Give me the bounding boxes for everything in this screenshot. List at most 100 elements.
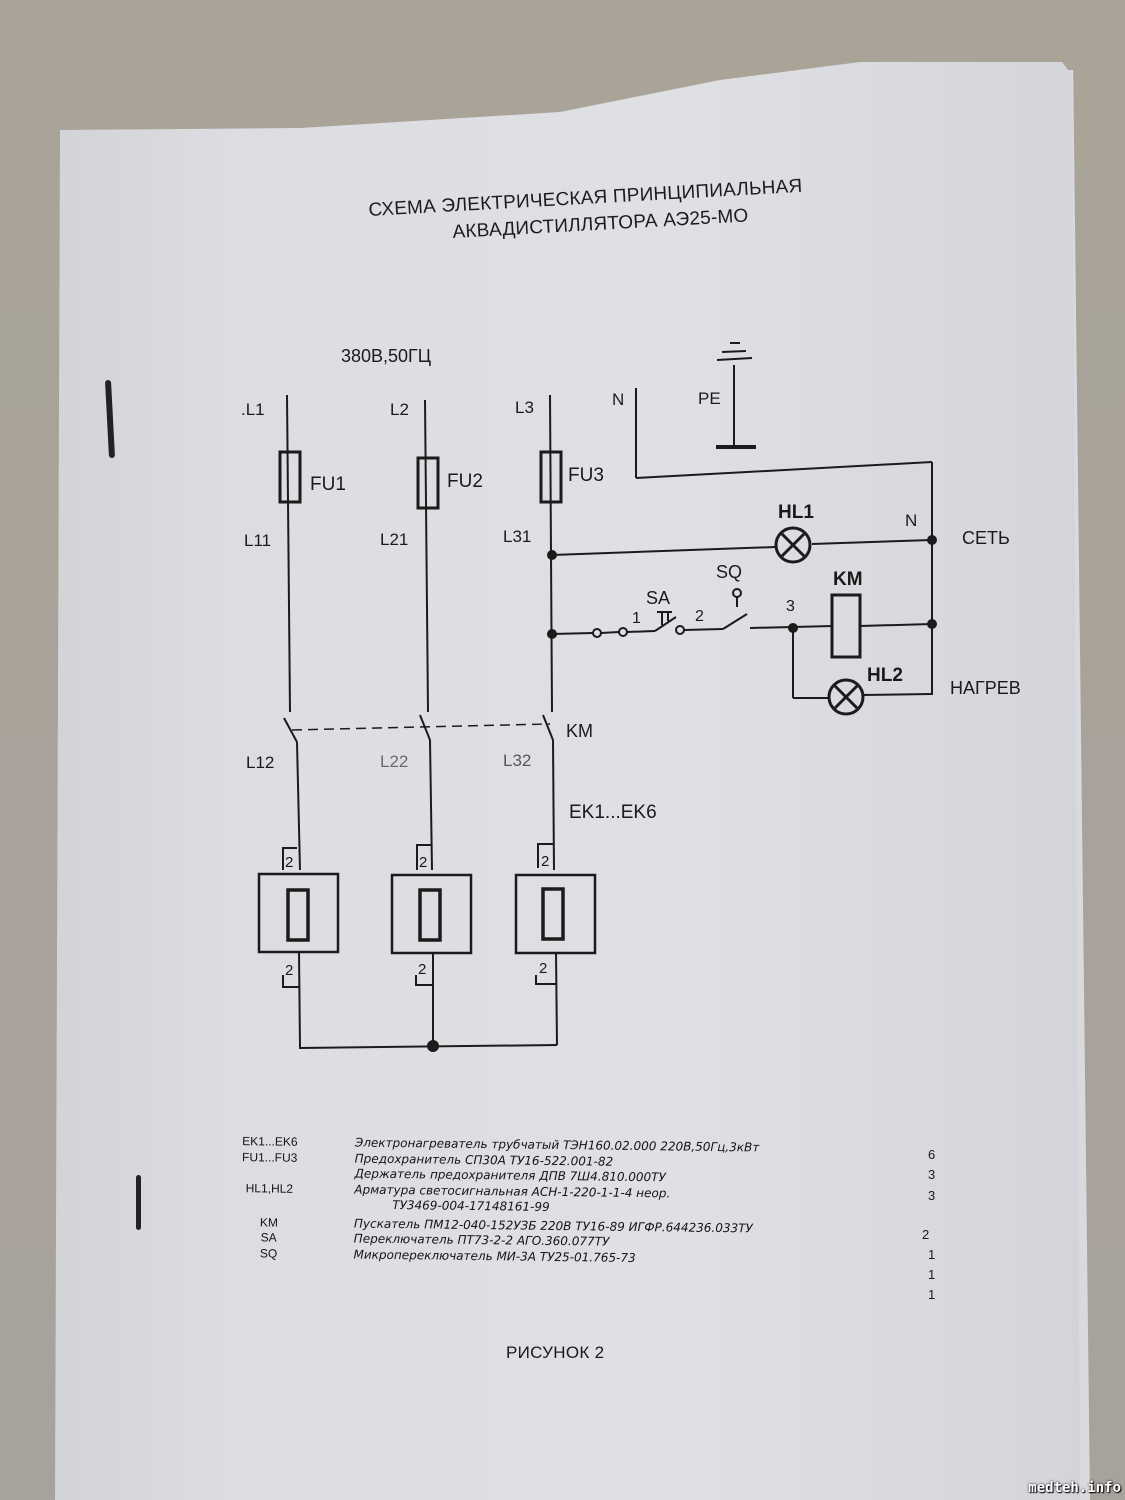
heater-group-1 — [257, 847, 340, 1049]
wire-HL1-left — [551, 546, 776, 556]
part-ref: KM — [259, 1214, 279, 1230]
lamp-HL2-cross — [833, 684, 859, 710]
switch-SA-contact — [654, 616, 677, 632]
terminal-icon — [618, 627, 628, 637]
status-heating-label: НАГРЕВ — [950, 678, 1021, 698]
label-L1: .L1 — [241, 400, 265, 419]
label-node-1: 1 — [632, 610, 641, 627]
label-contactor-KM: KM — [566, 721, 593, 741]
label-N: N — [612, 390, 624, 409]
heater-count-label: 2 — [418, 961, 426, 978]
part-quantity: 3 — [928, 1188, 936, 1203]
label-L2: L2 — [390, 400, 409, 419]
lamp-HL2-icon — [827, 678, 865, 716]
junction-dot-star-point — [427, 1040, 439, 1052]
wire-control — [626, 630, 656, 633]
wire-HL1-right — [811, 539, 933, 545]
part-description: Переключатель ПТ73-2-2 АГО.360.077ТУ — [353, 1231, 610, 1249]
heater-count-label: 2 — [285, 854, 293, 871]
heater-count-label: 2 — [419, 854, 427, 871]
part-ref: HL1,HL2 — [245, 1180, 294, 1196]
wire-L2-upper — [424, 399, 429, 713]
part-ref: SQ — [259, 1245, 278, 1261]
part-description: Микропереключатель МИ-3А ТУ25-01.765-73 — [353, 1247, 636, 1265]
part-description: Предохранитель СП30А ТУ16-522.001-82 — [354, 1151, 614, 1169]
part-description: ТУ3469-004-17148161-99 — [354, 1197, 550, 1214]
heater-group-3 — [514, 843, 597, 1046]
wire-neutral-horizontal — [635, 461, 933, 479]
fuse-FU2 — [416, 456, 440, 510]
wire-L32 — [552, 739, 555, 871]
wire-control — [683, 628, 724, 631]
part-quantity: 3 — [928, 1167, 936, 1182]
wire-L12 — [296, 741, 301, 871]
ground-symbol-line-2 — [721, 350, 747, 353]
wire-control — [551, 632, 594, 635]
wire-L22 — [429, 739, 433, 871]
coil-KM — [830, 593, 862, 659]
label-FU3: FU3 — [568, 465, 604, 486]
lamp-HL1-cross — [780, 532, 806, 558]
heater-count-label: 2 — [539, 960, 547, 977]
junction-dot — [788, 623, 798, 633]
label-L22: L22 — [380, 752, 408, 771]
label-FU1: FU1 — [310, 474, 346, 495]
contactor-mechanical-link — [291, 723, 551, 731]
junction-dot — [927, 619, 937, 629]
heater-group-2 — [390, 844, 473, 1045]
part-quantity: 1 — [928, 1267, 936, 1282]
label-FU2: FU2 — [447, 471, 483, 492]
label-L31: L31 — [503, 527, 531, 546]
label-N-node: N — [905, 511, 917, 530]
label-PE: PE — [698, 389, 721, 408]
label-coil-KM: KM — [833, 569, 863, 590]
part-quantity: 1 — [928, 1247, 936, 1262]
label-HL1: HL1 — [778, 502, 814, 523]
part-quantity: 1 — [928, 1287, 936, 1302]
wire-control — [600, 631, 620, 634]
label-L21: L21 — [380, 530, 408, 549]
part-ref — [229, 1196, 309, 1197]
part-ref: SA — [260, 1230, 277, 1245]
label-SQ: SQ — [716, 562, 742, 582]
wire-HL2-right — [862, 693, 933, 696]
part-ref: EK1...EK6 — [242, 1134, 298, 1149]
terminal-icon — [675, 625, 685, 635]
junction-dot — [547, 550, 557, 560]
part-quantity: 2 — [922, 1227, 930, 1242]
fuse-FU1 — [278, 450, 302, 504]
parts-list: EK1...EK6 Электронагреватель трубчатый Т… — [228, 1134, 949, 1270]
label-L11: L11 — [244, 531, 271, 550]
junction-dot — [547, 629, 557, 639]
binder-hole-mark — [136, 1175, 141, 1230]
label-heaters: EK1...EK6 — [569, 802, 657, 823]
microswitch-SQ-actuator-icon — [732, 588, 742, 598]
figure-caption: РИСУНОК 2 — [506, 1343, 605, 1362]
label-HL2: HL2 — [867, 665, 903, 686]
terminal-icon — [592, 628, 602, 638]
contact-KM-L3 — [542, 714, 554, 741]
ground-symbol-line-1 — [716, 357, 753, 361]
label-L12: L12 — [246, 753, 274, 772]
lamp-HL1-icon — [774, 526, 812, 564]
wire-L1-upper — [286, 394, 291, 713]
heater-count-label: 2 — [541, 853, 549, 870]
junction-dot — [927, 535, 937, 545]
supply-label: 380В,50ГЦ — [341, 346, 431, 366]
part-quantity: 6 — [928, 1147, 936, 1162]
label-node-3: 3 — [786, 598, 795, 615]
part-ref: FU1...FU3 — [241, 1149, 298, 1165]
status-network-label: СЕТЬ — [962, 528, 1010, 548]
label-L3: L3 — [515, 398, 534, 417]
fuse-FU3 — [539, 450, 563, 504]
microswitch-SQ-contact — [722, 613, 748, 630]
heater-count-label: 2 — [285, 962, 293, 979]
label-L32: L32 — [503, 751, 531, 770]
contact-KM-L1 — [283, 717, 298, 743]
watermark: medteh.info — [1028, 1480, 1121, 1496]
wire-coil-right — [859, 623, 933, 627]
part-ref — [230, 1165, 310, 1166]
label-SA: SA — [646, 588, 670, 608]
